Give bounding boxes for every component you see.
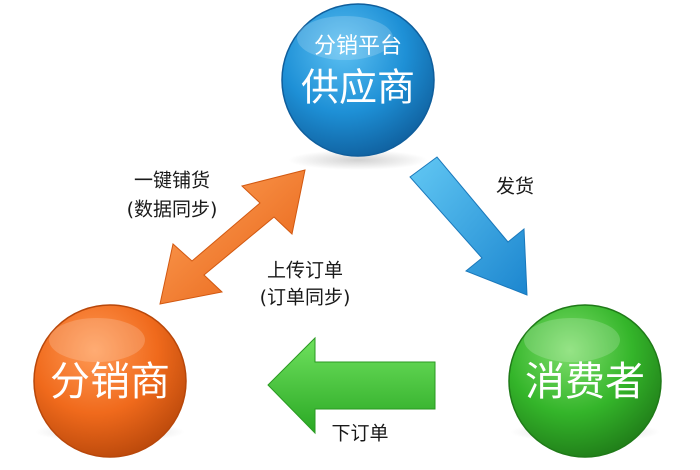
consumer-title: 消费者 xyxy=(525,359,645,405)
consumer-node: 消费者 xyxy=(508,304,662,458)
distributor-node: 分销商 xyxy=(33,304,187,458)
sync-goods-sublabel: (数据同步) xyxy=(127,199,218,221)
supplier-subtitle: 分销平台 xyxy=(314,34,402,59)
ship-arrow xyxy=(409,156,528,296)
distributor-circle xyxy=(33,304,187,458)
supplier-circle xyxy=(281,3,435,157)
supplier-shadow xyxy=(288,150,428,170)
distributor-highlight xyxy=(49,318,145,362)
place-order-label: 下订单 xyxy=(331,423,388,445)
ship-label: 发货 xyxy=(496,176,534,198)
supplier-highlight xyxy=(297,16,393,60)
consumer-circle xyxy=(508,304,662,458)
place-order-arrow xyxy=(267,336,436,435)
consumer-highlight xyxy=(524,318,620,362)
upload-order-label: 上传订单 xyxy=(267,260,343,282)
sync-goods-label: 一键铺货 xyxy=(134,170,210,192)
upload-order-sublabel: (订单同步) xyxy=(260,287,351,309)
distributor-title: 分销商 xyxy=(50,359,170,405)
supplier-node: 分销平台 供应商 xyxy=(281,3,435,157)
sync-goods-double-arrow xyxy=(159,169,306,305)
supplier-title: 供应商 xyxy=(301,66,415,110)
